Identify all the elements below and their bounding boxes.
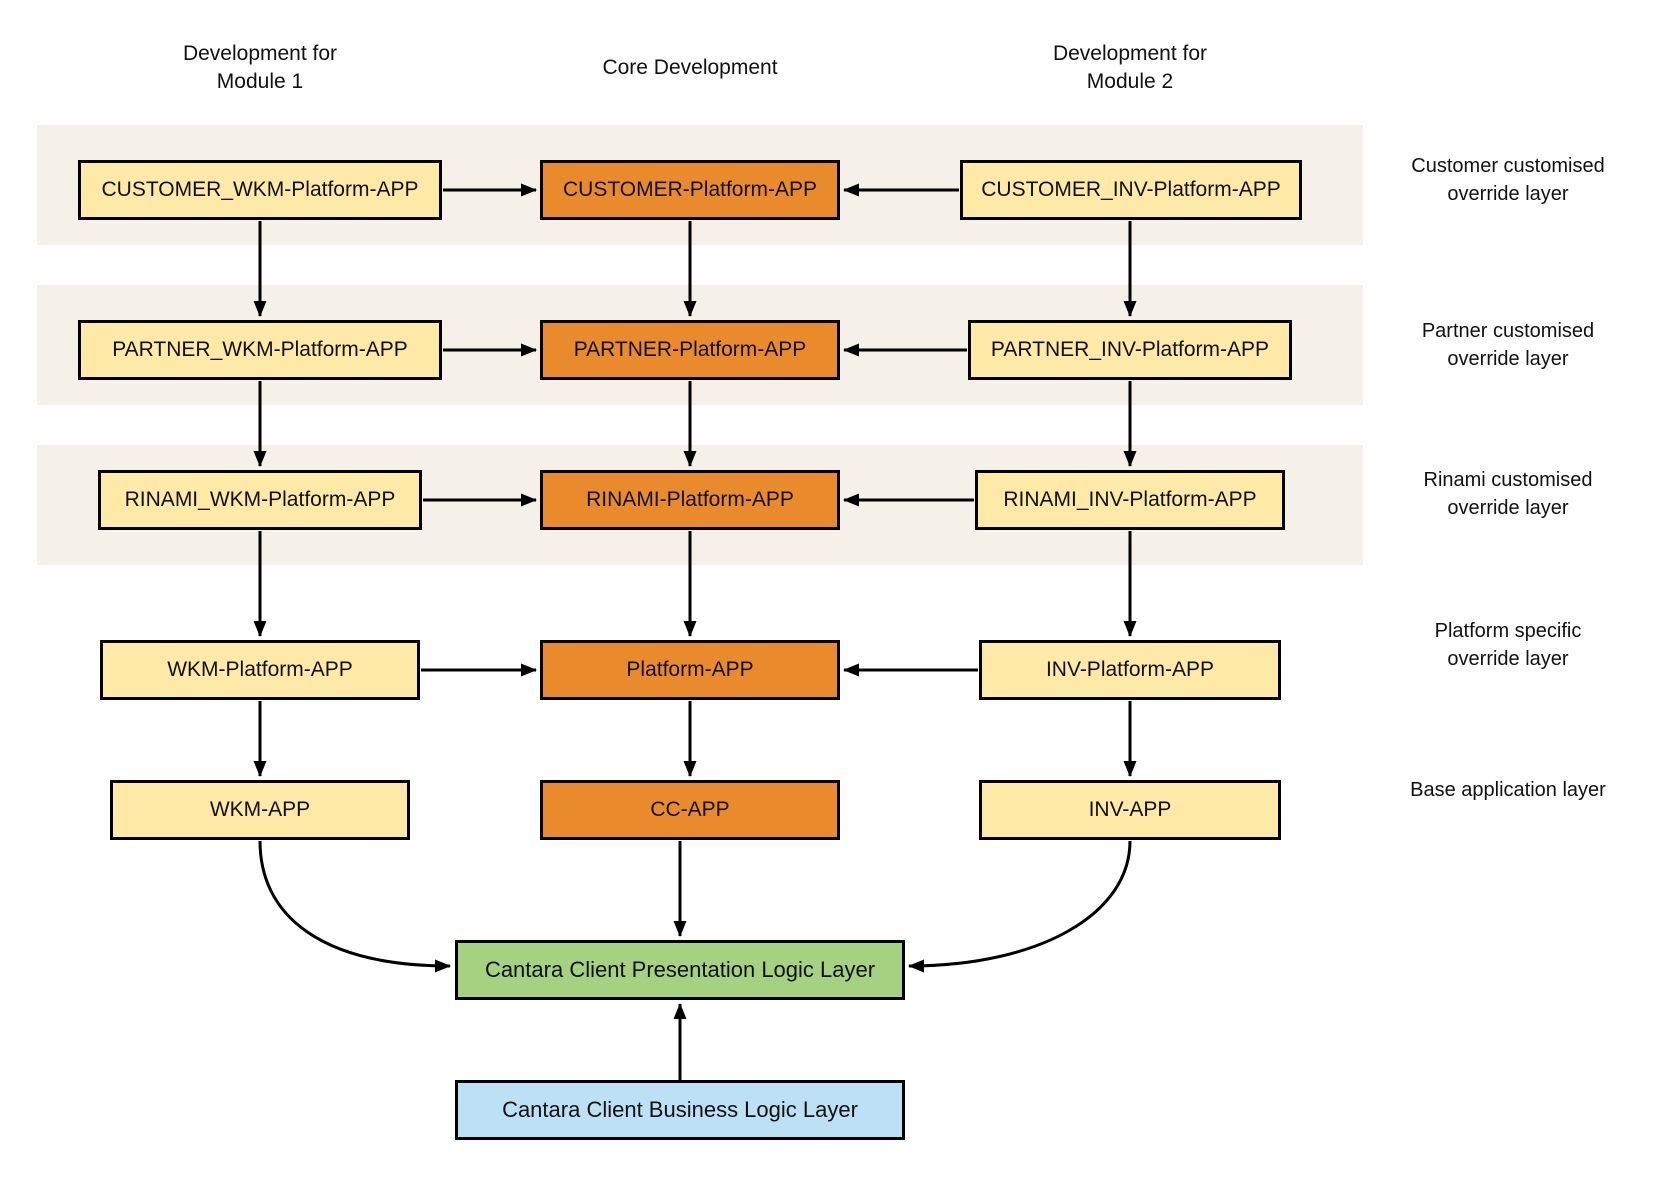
node-partner-wkm-platform-app: PARTNER_WKM-Platform-APP (78, 320, 442, 380)
layer-label-line: Rinami customised (1423, 469, 1593, 491)
layer-label-base: Base application layer (1355, 759, 1661, 821)
node-wkm-app: WKM-APP (110, 780, 410, 840)
column-header-line: Development for (182, 42, 338, 65)
node-wkm-platform-app: WKM-Platform-APP (100, 640, 420, 700)
layer-label-line: Customer customised (1411, 155, 1605, 177)
node-business-logic-layer: Cantara Client Business Logic Layer (455, 1080, 905, 1140)
node-customer-platform-app: CUSTOMER-Platform-APP (540, 160, 840, 220)
column-header-module1: Development for Module 1 (50, 36, 470, 100)
layer-label-line: Platform specific (1434, 620, 1582, 642)
column-header-line: Module 1 (216, 70, 304, 93)
layer-label-line: override layer (1447, 348, 1569, 370)
layer-label-rinami: Rinami customised override layer (1355, 463, 1661, 525)
node-customer-inv-platform-app: CUSTOMER_INV-Platform-APP (960, 160, 1302, 220)
node-cc-app: CC-APP (540, 780, 840, 840)
column-header-line: Core Development (602, 56, 778, 79)
layer-label-platform: Platform specific override layer (1355, 614, 1661, 676)
node-presentation-logic-layer: Cantara Client Presentation Logic Layer (455, 940, 905, 1000)
column-header-line: Module 2 (1086, 70, 1174, 93)
node-partner-inv-platform-app: PARTNER_INV-Platform-APP (968, 320, 1292, 380)
layer-label-customer: Customer customised override layer (1355, 149, 1661, 211)
layer-label-line: Partner customised (1421, 320, 1595, 342)
node-rinami-inv-platform-app: RINAMI_INV-Platform-APP (975, 470, 1285, 530)
layer-label-line: override layer (1447, 497, 1569, 519)
curve-arrow-wkmapp-to-presentation (258, 840, 451, 973)
node-inv-app: INV-APP (979, 780, 1281, 840)
layer-label-line: override layer (1447, 183, 1569, 205)
layer-label-line: Base application layer (1410, 779, 1606, 801)
layer-label-partner: Partner customised override layer (1355, 314, 1661, 376)
node-partner-platform-app: PARTNER-Platform-APP (540, 320, 840, 380)
column-header-module2: Development for Module 2 (920, 36, 1340, 100)
column-header-line: Development for (1052, 42, 1208, 65)
node-inv-platform-app: INV-Platform-APP (979, 640, 1281, 700)
node-rinami-platform-app: RINAMI-Platform-APP (540, 470, 840, 530)
node-rinami-wkm-platform-app: RINAMI_WKM-Platform-APP (98, 470, 422, 530)
curve-arrow-invapp-to-presentation (908, 840, 1132, 973)
node-customer-wkm-platform-app: CUSTOMER_WKM-Platform-APP (78, 160, 442, 220)
layer-label-line: override layer (1447, 648, 1569, 670)
node-platform-app: Platform-APP (540, 640, 840, 700)
column-header-core: Core Development (480, 36, 900, 100)
